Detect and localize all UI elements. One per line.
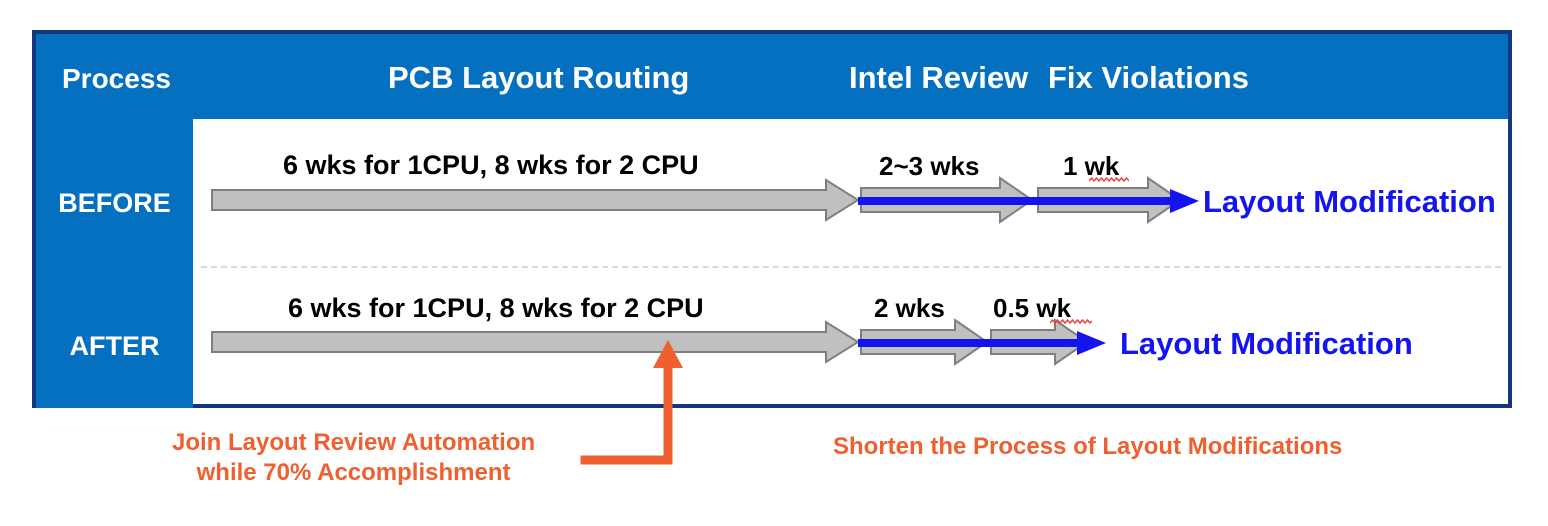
process-column-title: Process xyxy=(62,63,171,94)
after-routing-duration: 6 wks for 1CPU, 8 wks for 2 CPU xyxy=(288,293,704,323)
stage-title-fix-violations: Fix Violations xyxy=(1048,60,1249,95)
stage-title-pcb-layout-routing: PCB Layout Routing xyxy=(388,60,690,95)
after-fix-spellcheck-squiggle xyxy=(1050,319,1092,325)
after-review-duration: 2 wks xyxy=(874,293,945,323)
left-callout: Join Layout Review Automation while 70% … xyxy=(172,428,535,488)
row-label-column xyxy=(36,119,193,408)
before-outcome-label: Layout Modification xyxy=(1203,184,1496,219)
header-band xyxy=(36,34,1508,119)
row-label-after: AFTER xyxy=(69,331,160,361)
after-fix-duration: 0.5 wk xyxy=(993,293,1072,323)
before-routing-duration: 6 wks for 1CPU, 8 wks for 2 CPU xyxy=(283,150,699,180)
before-fix-duration: 1 wk xyxy=(1063,151,1120,181)
left-callout-line-1: Join Layout Review Automation xyxy=(172,429,536,456)
right-callout: Shorten the Process of Layout Modificati… xyxy=(833,433,1343,460)
before-review-duration: 2~3 wks xyxy=(879,151,980,181)
left-callout-line-2: while 70% Accomplishment xyxy=(196,459,511,486)
after-outcome-label: Layout Modification xyxy=(1120,326,1413,361)
stage-title-intel-review: Intel Review xyxy=(849,60,1029,95)
before-fix-spellcheck-squiggle xyxy=(1089,177,1129,183)
row-divider xyxy=(201,266,1501,268)
row-label-before: BEFORE xyxy=(58,188,171,218)
